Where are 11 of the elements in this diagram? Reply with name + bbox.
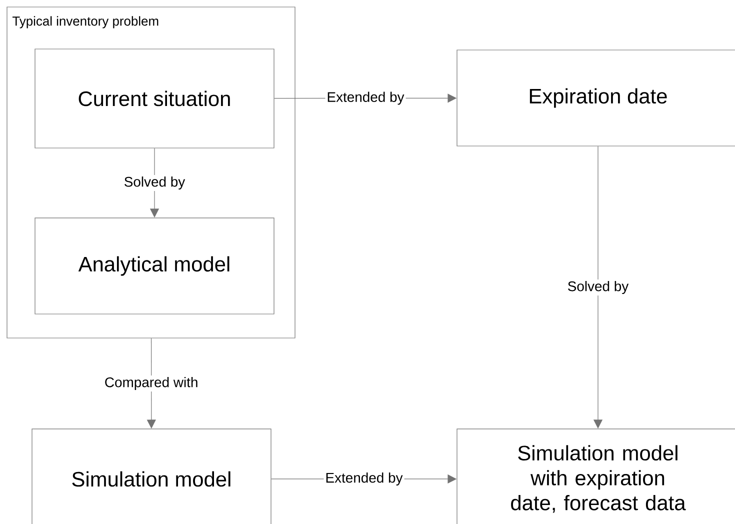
process-box: Expiration date (456, 50, 735, 146)
edge-label: Solved by (566, 279, 630, 296)
process-box: Analytical model (34, 218, 274, 314)
process-box: Simulation model (32, 428, 272, 524)
process-box: Simulation model with expiration date, forecast data (456, 428, 735, 524)
group-heading: Typical inventory problem (12, 16, 158, 28)
edge-label: Extended by (324, 470, 404, 487)
edge-label: Compared with (102, 375, 200, 392)
edge-label: Extended by (325, 90, 406, 106)
process-box: Current situation (34, 48, 274, 148)
edge-label: Solved by (122, 174, 187, 191)
